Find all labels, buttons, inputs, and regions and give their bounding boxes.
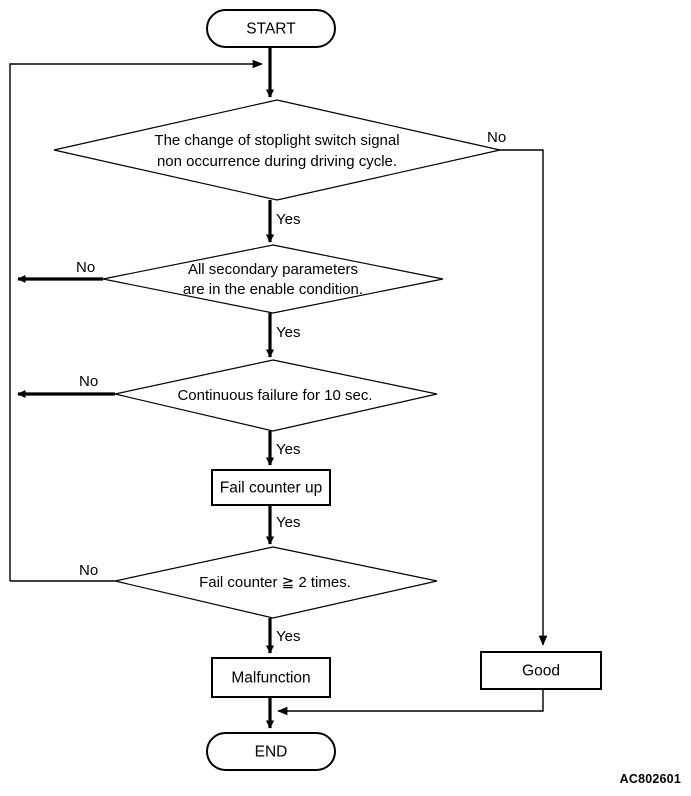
branch-label-decision-4-yes: Yes	[276, 628, 300, 645]
node-decision-4-line1: Fail counter ≧ 2 times.	[199, 574, 351, 591]
branch-label-decision-1-yes: Yes	[276, 211, 300, 228]
branch-label-decision-4-no: No	[79, 562, 98, 579]
figure-code-label: AC802601	[620, 772, 681, 786]
edge-good-to-end	[277, 688, 544, 716]
node-malfunction: Malfunction	[211, 657, 331, 698]
node-end-label: END	[255, 744, 288, 761]
node-start-label: START	[246, 21, 296, 38]
node-good-label: Good	[522, 663, 560, 680]
node-start: START	[206, 9, 336, 48]
branch-label-decision-2-yes: Yes	[276, 324, 300, 341]
node-fail-counter-up-label: Fail counter up	[220, 480, 323, 497]
edge-feedback-rail	[9, 59, 263, 581]
branch-label-decision-2-no: No	[76, 259, 95, 276]
node-end: END	[206, 732, 336, 771]
node-decision-1-line1: The change of stoplight switch signal	[154, 132, 399, 149]
node-good: Good	[480, 651, 602, 690]
branch-label-decision-3-yes: Yes	[276, 441, 300, 458]
branch-label-fail-counter-out: Yes	[276, 514, 300, 531]
node-decision-3-line1: Continuous failure for 10 sec.	[177, 387, 372, 404]
node-decision-2-line1: All secondary parameters	[188, 261, 358, 278]
node-decision-1-line2: non occurrence during driving cycle.	[157, 153, 397, 170]
node-decision-3: Continuous failure for 10 sec.	[114, 359, 438, 432]
node-decision-4: Fail counter ≧ 2 times.	[114, 546, 438, 619]
edge-decision-1-no-to-good	[500, 149, 548, 646]
node-malfunction-label: Malfunction	[231, 670, 310, 687]
node-fail-counter-up: Fail counter up	[211, 469, 331, 506]
node-decision-2: All secondary parameters are in the enab…	[102, 244, 444, 314]
node-decision-2-line2: are in the enable condition.	[183, 281, 363, 298]
branch-label-decision-1-no: No	[487, 129, 506, 146]
node-decision-1: The change of stoplight switch signal no…	[53, 99, 501, 201]
branch-label-decision-3-no: No	[79, 373, 98, 390]
